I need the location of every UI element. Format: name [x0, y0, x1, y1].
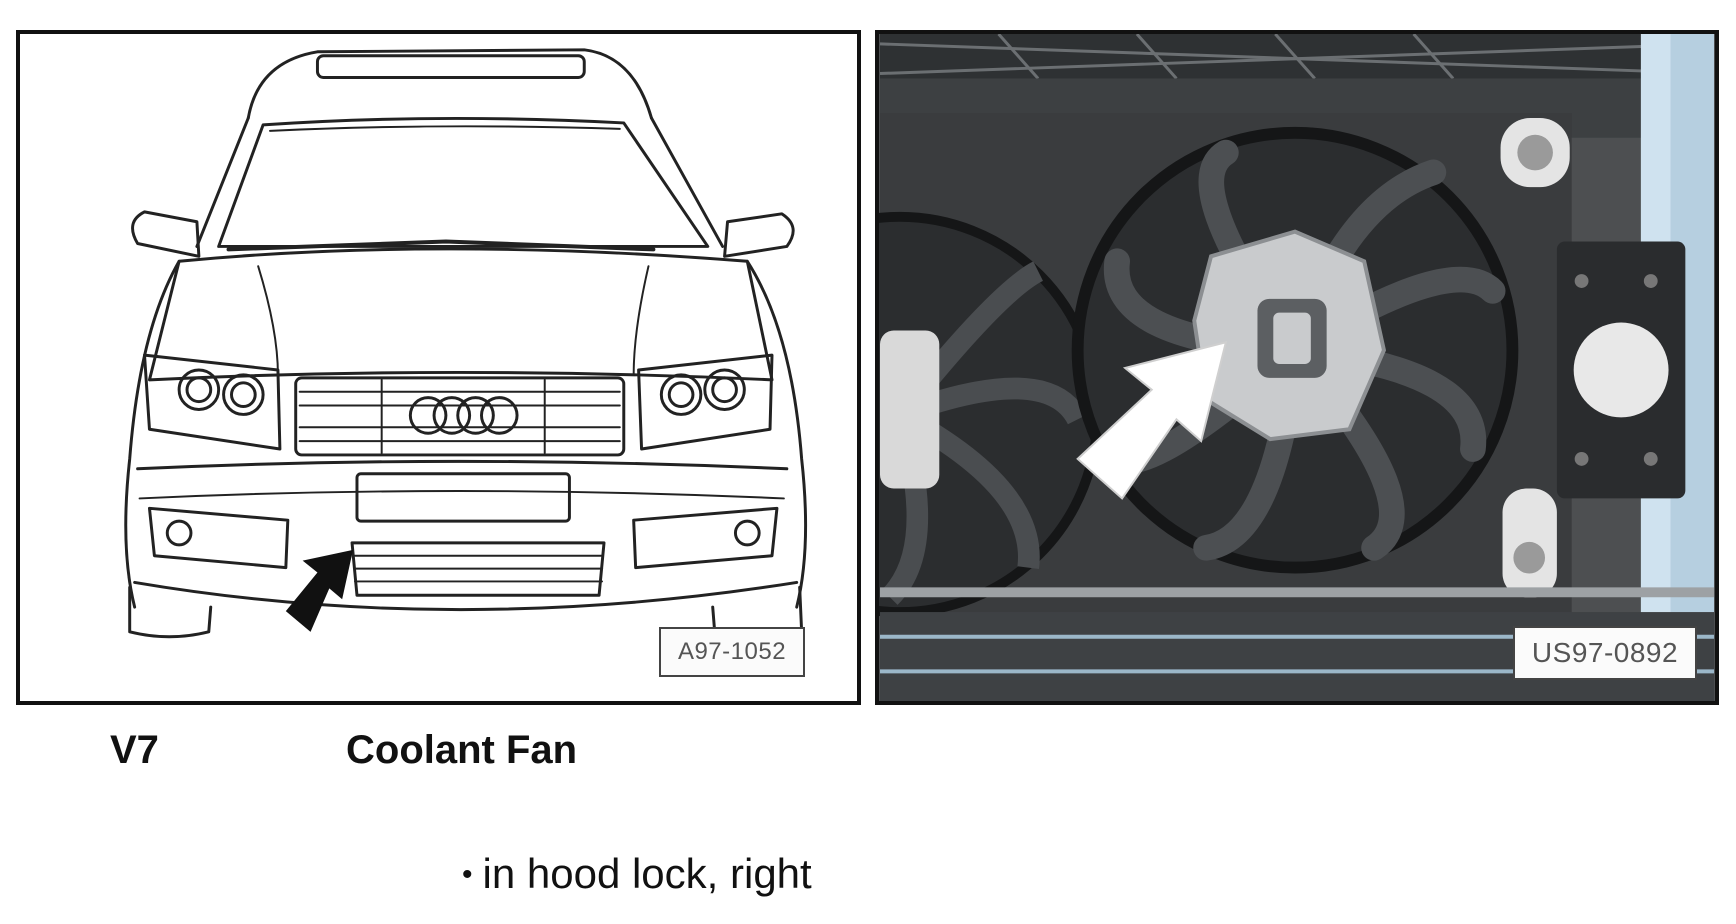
figure-id-label: US97-0892	[1513, 626, 1697, 680]
bullet-icon: •	[462, 858, 473, 891]
pointer-arrow-icon	[285, 549, 354, 632]
component-name: Coolant Fan	[346, 728, 578, 772]
location-list-item: • in hood lock, right	[462, 850, 812, 898]
figure-id-label: A97-1052	[659, 627, 805, 677]
car-front-illustration: A97-1052	[16, 30, 861, 705]
coolant-fan-drawing	[879, 34, 1715, 701]
component-code: V7	[110, 728, 159, 772]
pointer-arrow-icon	[1076, 340, 1228, 500]
location-text: in hood lock, right	[482, 850, 812, 897]
coolant-fan-photo: US97-0892	[875, 30, 1719, 705]
car-front-drawing	[124, 48, 808, 639]
